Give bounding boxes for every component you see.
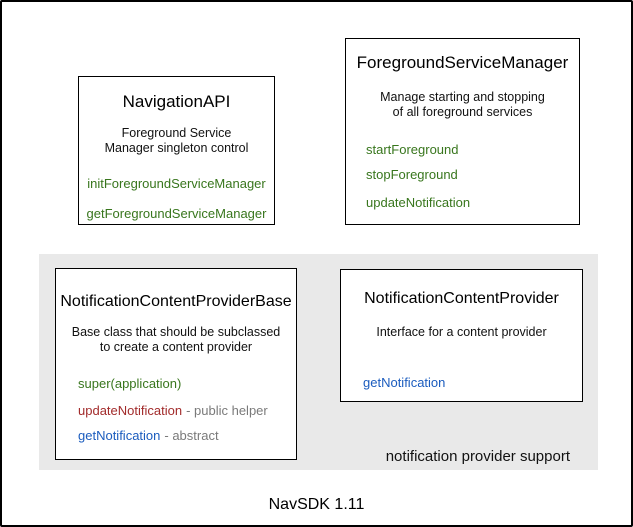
method-initForegroundServiceManager: initForegroundServiceManager bbox=[87, 176, 266, 191]
notification-content-provider-box: NotificationContentProvider Interface fo… bbox=[340, 269, 583, 402]
notification-content-provider-title: NotificationContentProvider bbox=[364, 290, 559, 307]
navigation-api-description-line1: Foreground Service bbox=[121, 126, 232, 140]
notification-content-provider-base-description-line2: to create a content provider bbox=[99, 340, 253, 354]
method-super-application-label: super(application) bbox=[78, 376, 182, 391]
navigation-api-box: NavigationAPI Foreground Service Manager… bbox=[78, 76, 275, 225]
foreground-service-manager-description-line1: Manage starting and stopping bbox=[380, 90, 545, 104]
sdk-version-label: NavSDK 1.11 bbox=[268, 496, 365, 513]
foreground-service-manager-description: Manage starting and stopping of all fore… bbox=[346, 90, 579, 120]
method-getNotification-interface: getNotification bbox=[363, 375, 446, 390]
foreground-service-manager-box: ForegroundServiceManager Manage starting… bbox=[345, 38, 580, 225]
foreground-service-manager-title: ForegroundServiceManager bbox=[356, 53, 569, 72]
method-super-application: super(application) bbox=[78, 376, 181, 391]
method-getForegroundServiceManager: getForegroundServiceManager bbox=[86, 206, 267, 221]
navigation-api-title: NavigationAPI bbox=[122, 92, 231, 111]
notification-provider-support-panel: NotificationContentProviderBase Base cla… bbox=[39, 254, 598, 470]
navigation-api-description-line2: Manager singleton control bbox=[104, 141, 249, 155]
method-updateNotification-helper: updateNotification- public helper bbox=[78, 403, 268, 418]
method-getNotification-abstract: getNotification- abstract bbox=[78, 428, 219, 443]
navigation-api-description: Foreground Service Manager singleton con… bbox=[79, 126, 274, 156]
notification-content-provider-base-box: NotificationContentProviderBase Base cla… bbox=[55, 268, 297, 460]
foreground-service-manager-description-line2: of all foreground services bbox=[392, 105, 533, 119]
method-startForeground: startForeground bbox=[366, 142, 459, 157]
notification-content-provider-description: Interface for a content provider bbox=[376, 325, 547, 339]
method-updateNotification-helper-label: updateNotification bbox=[78, 403, 183, 418]
group-label: notification provider support bbox=[385, 448, 570, 465]
notification-content-provider-base-description: Base class that should be subclassed to … bbox=[56, 325, 296, 355]
method-stopForeground: stopForeground bbox=[366, 167, 458, 182]
notification-content-provider-base-description-line1: Base class that should be subclassed bbox=[71, 325, 281, 339]
method-getNotification-abstract-note: - abstract bbox=[164, 428, 219, 443]
method-updateNotification: updateNotification bbox=[366, 195, 471, 210]
notification-content-provider-base-title: NotificationContentProviderBase bbox=[60, 293, 292, 310]
method-updateNotification-helper-note: - public helper bbox=[186, 403, 268, 418]
method-getNotification-abstract-label: getNotification bbox=[78, 428, 161, 443]
